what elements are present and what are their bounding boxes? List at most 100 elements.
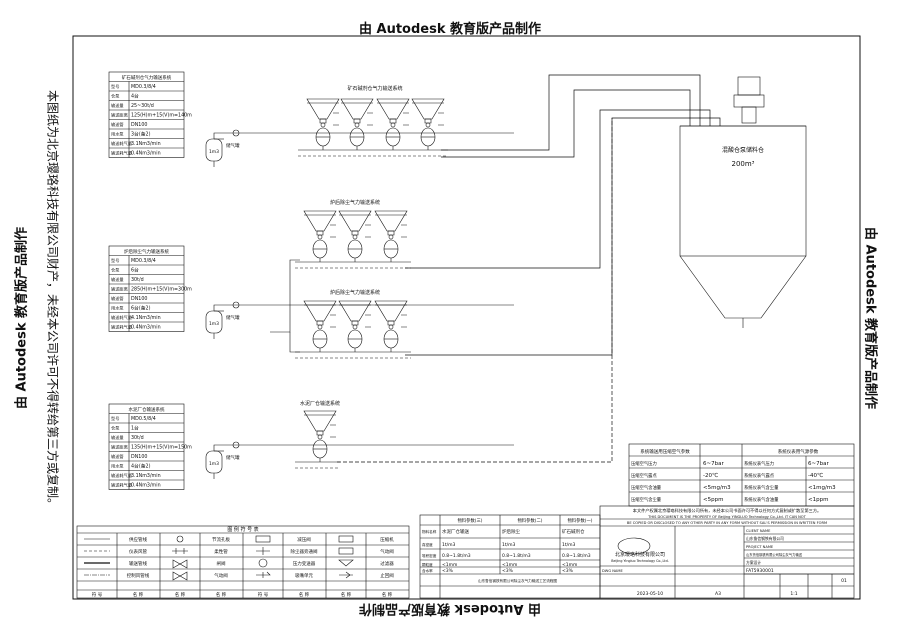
spec-value: 1台 — [131, 425, 139, 432]
spec-value: DN100 — [131, 296, 147, 302]
gas-key: 系统仪表气露点 — [744, 472, 775, 479]
notice-en: THIS DOCUMENT IS THE PROPERTY OF Beijing… — [647, 515, 806, 519]
tank-label: 储气罐 — [226, 454, 240, 461]
legend-item: 压缩机 — [380, 536, 394, 543]
material-value: <1mm — [502, 562, 517, 568]
material-header: 物料参数(二) — [518, 517, 543, 524]
spec-key: 型号 — [111, 415, 119, 422]
legend-item: 减压阀 — [297, 536, 311, 543]
project-label: PROJECT NAME — [746, 545, 774, 549]
spec-key: 输送距离 — [111, 286, 128, 293]
spec-key: 型号 — [111, 257, 119, 264]
gas-value: <1ppm — [808, 497, 828, 503]
spec-value: 0.4Nm3/min — [131, 151, 161, 157]
spec-key: 用水泵 — [111, 463, 124, 470]
spec-key: 仓泵 — [111, 267, 119, 273]
spec-key: 仓泵 — [111, 425, 119, 431]
spec-value: DN100 — [131, 122, 147, 128]
spec-key: 型号 — [111, 83, 119, 90]
spec-value: 6台 — [131, 267, 139, 274]
spec-value: 30t/d — [131, 277, 144, 283]
dwg-name-label: DWG NAME — [602, 569, 623, 573]
material-label: 含水率 — [422, 568, 433, 573]
material-label: 堆积密度 — [422, 553, 437, 558]
spec-value: 3.1Nm3/min — [131, 141, 161, 147]
air-tank-2: 储气罐 1m3 — [205, 441, 514, 479]
gas-key: 系统仪表气含油量 — [744, 496, 779, 503]
pump-group-title: 矿石碱剂仓气力输送系统 — [347, 85, 402, 92]
spec-value: 4.1Nm3/min — [131, 315, 161, 321]
tank-size: 1m3 — [209, 321, 219, 327]
material-label: 颗粒度 — [422, 562, 433, 567]
legend-item: 闸阀 — [217, 560, 226, 567]
spec-value: 3台(备2) — [131, 131, 151, 138]
material-value: 水泥厂仓输送 — [442, 528, 469, 535]
conveying-pipelines — [337, 74, 721, 463]
notice-cn: 本文件产权属北京璎珞科技有限公司所有，未经本公司书面许可不得以任何方式复制或扩散… — [633, 507, 821, 514]
material-value: <1mm — [562, 562, 577, 568]
notice-en: BE COPIED OR DISCLOSED TO ANY OTHER PART… — [627, 521, 827, 525]
sheet: 01 — [841, 578, 847, 584]
spec-key: 用水泵 — [111, 131, 124, 138]
legend-footer: 名 称 — [299, 591, 310, 598]
material-label: 物料名称 — [422, 529, 437, 534]
spec-key: 仓泵 — [111, 93, 119, 99]
pump-unit — [303, 300, 337, 352]
legend-item: 柔性管 — [214, 548, 228, 555]
pump-unit — [376, 98, 410, 150]
spec-key: 输送耗气量 — [111, 150, 132, 157]
pump-group-2: 炉后除尘气力输送系统 — [295, 289, 411, 359]
pump-unit — [303, 410, 337, 462]
gas-value: <1mg/m3 — [808, 485, 836, 491]
spec-key: 输送量 — [111, 276, 124, 283]
legend-item: 输送管线 — [129, 560, 147, 567]
spec-key: 输送耗气量 — [111, 140, 132, 147]
pump-unit — [338, 210, 372, 262]
client-label: CLIENT NAME — [746, 529, 771, 533]
spec-value: 0.4Nm3/min — [131, 325, 161, 331]
project: 山东鲁信钢铁有限公司除尘灰气力输送 — [746, 552, 803, 557]
storage-silo: 混酸仓泵储料仓 200m³ — [679, 76, 807, 328]
legend-footer: 符 号 — [258, 591, 269, 598]
spec-table-header: 水泥厂仓输送系统 — [129, 406, 165, 413]
material-table — [419, 514, 601, 599]
spec-value: 4台(备2) — [131, 463, 151, 470]
spec-key: 输送耗气量 — [111, 324, 132, 331]
spec-value: 0.4Nm3/min — [131, 483, 161, 489]
spec-value: 135(H)m+15(V)m=150m — [131, 445, 192, 451]
material-value: <3% — [502, 568, 514, 574]
pump-group-title: 炉后除尘气力输送系统 — [330, 199, 380, 206]
spec-key: 输送耗气量 — [111, 482, 132, 489]
tank-size: 1m3 — [209, 461, 219, 467]
legend-item: 气动阀 — [214, 572, 228, 579]
spec-key: 输送量 — [111, 434, 124, 441]
material-value: 炉后除尘 — [502, 528, 520, 535]
legend-footer: 名 称 — [216, 591, 227, 598]
pump-group-title: 水泥厂仓输送系统 — [300, 400, 340, 407]
size: A3 — [715, 591, 721, 597]
spec-value: 125(H)m+15(V)m=140m — [131, 113, 192, 119]
phase: 方案设计 — [746, 560, 761, 565]
dwg-no: FAT5930001 — [746, 568, 774, 574]
material-header: 物料参数(一) — [568, 517, 593, 524]
gas-header: 系统仪表用气源参数 — [778, 448, 819, 455]
legend-footer: 名 称 — [382, 591, 393, 598]
spec-table-header: 炉后除尘气力输送系统 — [124, 248, 169, 255]
material-value: 0.8~1.8t/m3 — [442, 553, 471, 559]
silo-capacity: 200m³ — [732, 160, 755, 168]
gas-value: -40℃ — [808, 472, 823, 479]
material-value: 0.8~1.8t/m3 — [562, 553, 591, 559]
legend-item: 止回阀 — [380, 572, 394, 579]
spec-value: MD0.5/8/4 — [131, 416, 156, 422]
pump-group-0: 矿石碱剂仓气力输送系统 — [298, 85, 448, 157]
spec-key: 输送管 — [111, 453, 124, 460]
spec-key: 输送耗气量 — [111, 314, 132, 321]
watermark-top: 由 Autodesk 教育版产品制作 — [358, 22, 542, 37]
gas-key: 系统仪表气含尘量 — [744, 484, 779, 491]
title-block — [420, 505, 855, 599]
spec-value: MD0.3/8/4 — [131, 258, 156, 264]
